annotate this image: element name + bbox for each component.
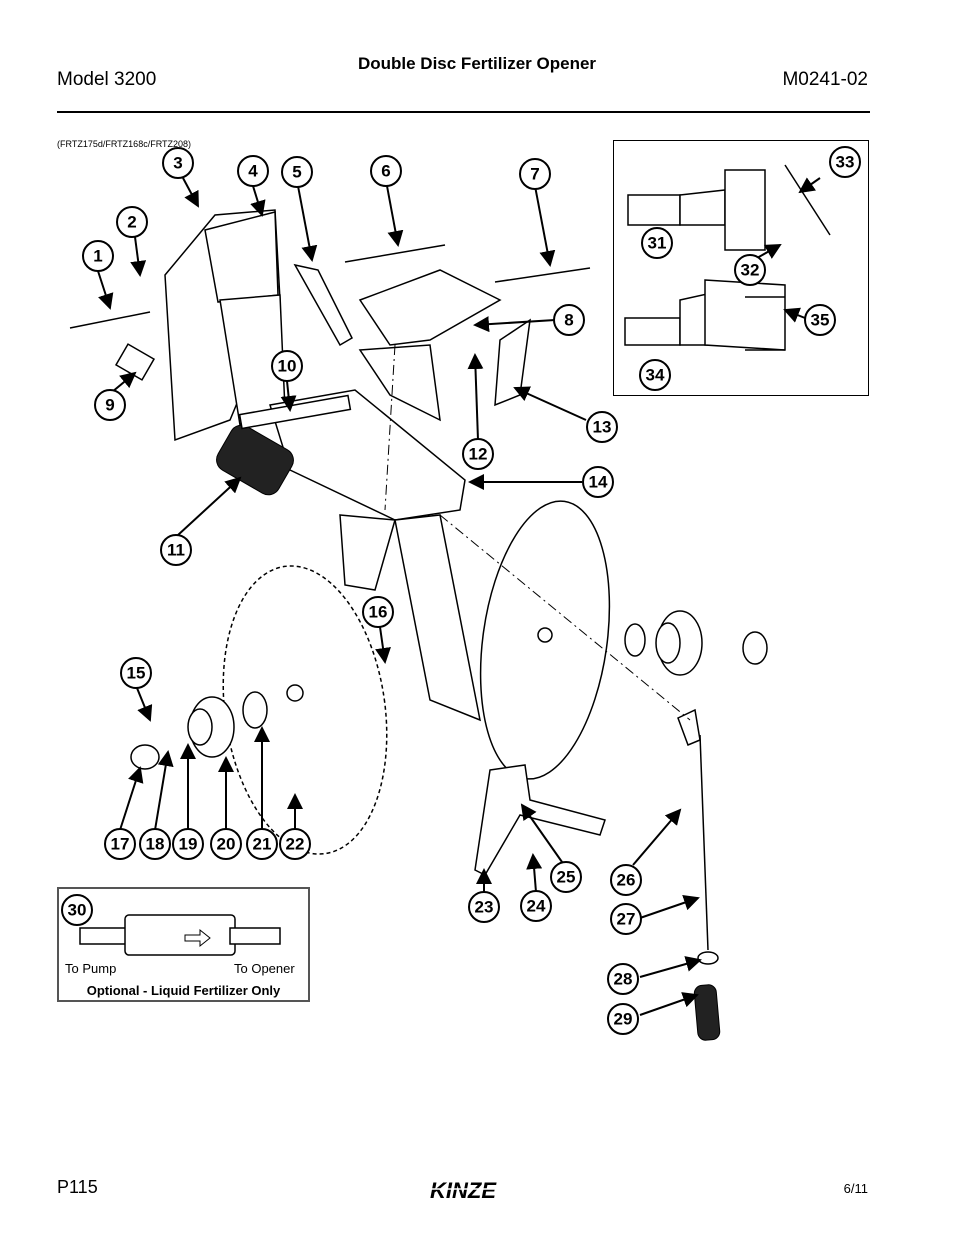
callout-28: 28 bbox=[607, 963, 639, 995]
svg-text:2: 2 bbox=[127, 213, 136, 232]
callout-22: 22 bbox=[279, 828, 311, 860]
svg-text:14: 14 bbox=[589, 473, 608, 492]
callout-18: 18 bbox=[139, 828, 171, 860]
callout-1: 1 bbox=[82, 240, 114, 272]
svg-text:34: 34 bbox=[646, 366, 665, 385]
svg-text:22: 22 bbox=[286, 835, 305, 854]
kinze-logo: KINZE bbox=[409, 1178, 518, 1202]
to-pump-label: To Pump bbox=[65, 961, 117, 976]
callout-24: 24 bbox=[520, 890, 552, 922]
callout-32: 32 bbox=[734, 254, 766, 286]
svg-text:6: 6 bbox=[381, 162, 390, 181]
svg-text:27: 27 bbox=[617, 910, 636, 929]
reference-codes: (FRTZ175d/FRTZ168c/FRTZ208) bbox=[57, 139, 192, 149]
svg-text:29: 29 bbox=[614, 1010, 633, 1029]
svg-text:11: 11 bbox=[167, 541, 185, 560]
inset-brackets bbox=[624, 164, 831, 351]
callout-23: 23 bbox=[468, 891, 500, 923]
upper-brackets bbox=[358, 269, 531, 422]
svg-text:25: 25 bbox=[557, 868, 576, 887]
callout-21: 21 bbox=[246, 828, 278, 860]
callout-5: 5 bbox=[281, 156, 313, 188]
outer-disc bbox=[479, 500, 611, 780]
callout-35: 35 bbox=[804, 304, 836, 336]
callout-4: 4 bbox=[237, 155, 269, 187]
svg-text:35: 35 bbox=[811, 311, 830, 330]
callout-3: 3 bbox=[162, 147, 194, 179]
svg-text:17: 17 bbox=[111, 835, 130, 854]
callout-29: 29 bbox=[607, 1003, 639, 1035]
header-divider bbox=[57, 111, 870, 113]
svg-text:7: 7 bbox=[530, 165, 539, 184]
svg-text:21: 21 bbox=[253, 835, 272, 854]
callout-15: 15 bbox=[120, 657, 152, 689]
callout-25: 25 bbox=[550, 861, 582, 893]
svg-text:30: 30 bbox=[68, 901, 87, 920]
callout-31: 31 bbox=[641, 227, 673, 259]
callout-34: 34 bbox=[639, 359, 671, 391]
svg-text:5: 5 bbox=[292, 163, 301, 182]
callout-16: 16 bbox=[362, 596, 394, 628]
svg-text:13: 13 bbox=[593, 418, 612, 437]
check-valve bbox=[79, 914, 281, 956]
svg-text:3: 3 bbox=[173, 154, 182, 173]
callout-2: 2 bbox=[116, 206, 148, 238]
mounting-bracket-inset bbox=[613, 140, 869, 396]
svg-text:33: 33 bbox=[836, 153, 855, 172]
svg-text:4: 4 bbox=[248, 162, 258, 181]
callout-30: 30 bbox=[61, 894, 93, 926]
u-bolt bbox=[293, 263, 353, 347]
callout-10: 10 bbox=[271, 350, 303, 382]
page-number: P115 bbox=[57, 1177, 98, 1197]
svg-text:23: 23 bbox=[475, 898, 494, 917]
pin-and-bolts bbox=[69, 244, 591, 381]
callout-9: 9 bbox=[94, 389, 126, 421]
callout-20: 20 bbox=[210, 828, 242, 860]
callout-8: 8 bbox=[553, 304, 585, 336]
callout-26: 26 bbox=[610, 864, 642, 896]
callout-11: 11 bbox=[160, 534, 192, 566]
callout-13: 13 bbox=[586, 411, 618, 443]
callout-33: 33 bbox=[829, 146, 861, 178]
optional-caption: Optional - Liquid Fertilizer Only bbox=[86, 983, 281, 998]
svg-text:15: 15 bbox=[127, 664, 146, 683]
svg-text:26: 26 bbox=[617, 871, 636, 890]
svg-text:28: 28 bbox=[614, 970, 633, 989]
model-label: Model 3200 bbox=[57, 69, 157, 90]
callout-7: 7 bbox=[519, 158, 551, 190]
svg-text:KINZE: KINZE bbox=[430, 1178, 497, 1202]
svg-text:32: 32 bbox=[741, 261, 760, 280]
callout-12: 12 bbox=[462, 438, 494, 470]
page-title: Double Disc Fertilizer Opener bbox=[357, 54, 597, 73]
svg-text:31: 31 bbox=[648, 234, 667, 253]
svg-text:1: 1 bbox=[93, 247, 102, 266]
optional-check-valve-box bbox=[57, 887, 310, 1002]
document-number: M0241-02 bbox=[782, 69, 868, 90]
centerline bbox=[384, 344, 396, 511]
svg-text:18: 18 bbox=[146, 835, 165, 854]
callout-27: 27 bbox=[610, 903, 642, 935]
svg-text:19: 19 bbox=[179, 835, 198, 854]
callout-17: 17 bbox=[104, 828, 136, 860]
callout-19: 19 bbox=[172, 828, 204, 860]
frame-plate bbox=[164, 209, 286, 442]
svg-text:8: 8 bbox=[564, 311, 573, 330]
callout-6: 6 bbox=[370, 155, 402, 187]
svg-text:9: 9 bbox=[105, 396, 114, 415]
svg-text:16: 16 bbox=[369, 603, 388, 622]
svg-text:10: 10 bbox=[278, 357, 297, 376]
svg-text:20: 20 bbox=[217, 835, 236, 854]
svg-text:12: 12 bbox=[469, 445, 488, 464]
callout-14: 14 bbox=[582, 466, 614, 498]
hub-assemblies bbox=[130, 610, 768, 770]
svg-text:24: 24 bbox=[527, 897, 546, 916]
shank-body bbox=[269, 389, 481, 722]
to-opener-label: To Opener bbox=[234, 961, 295, 976]
centerline bbox=[439, 514, 691, 721]
revision-date: 6/11 bbox=[843, 1181, 868, 1196]
